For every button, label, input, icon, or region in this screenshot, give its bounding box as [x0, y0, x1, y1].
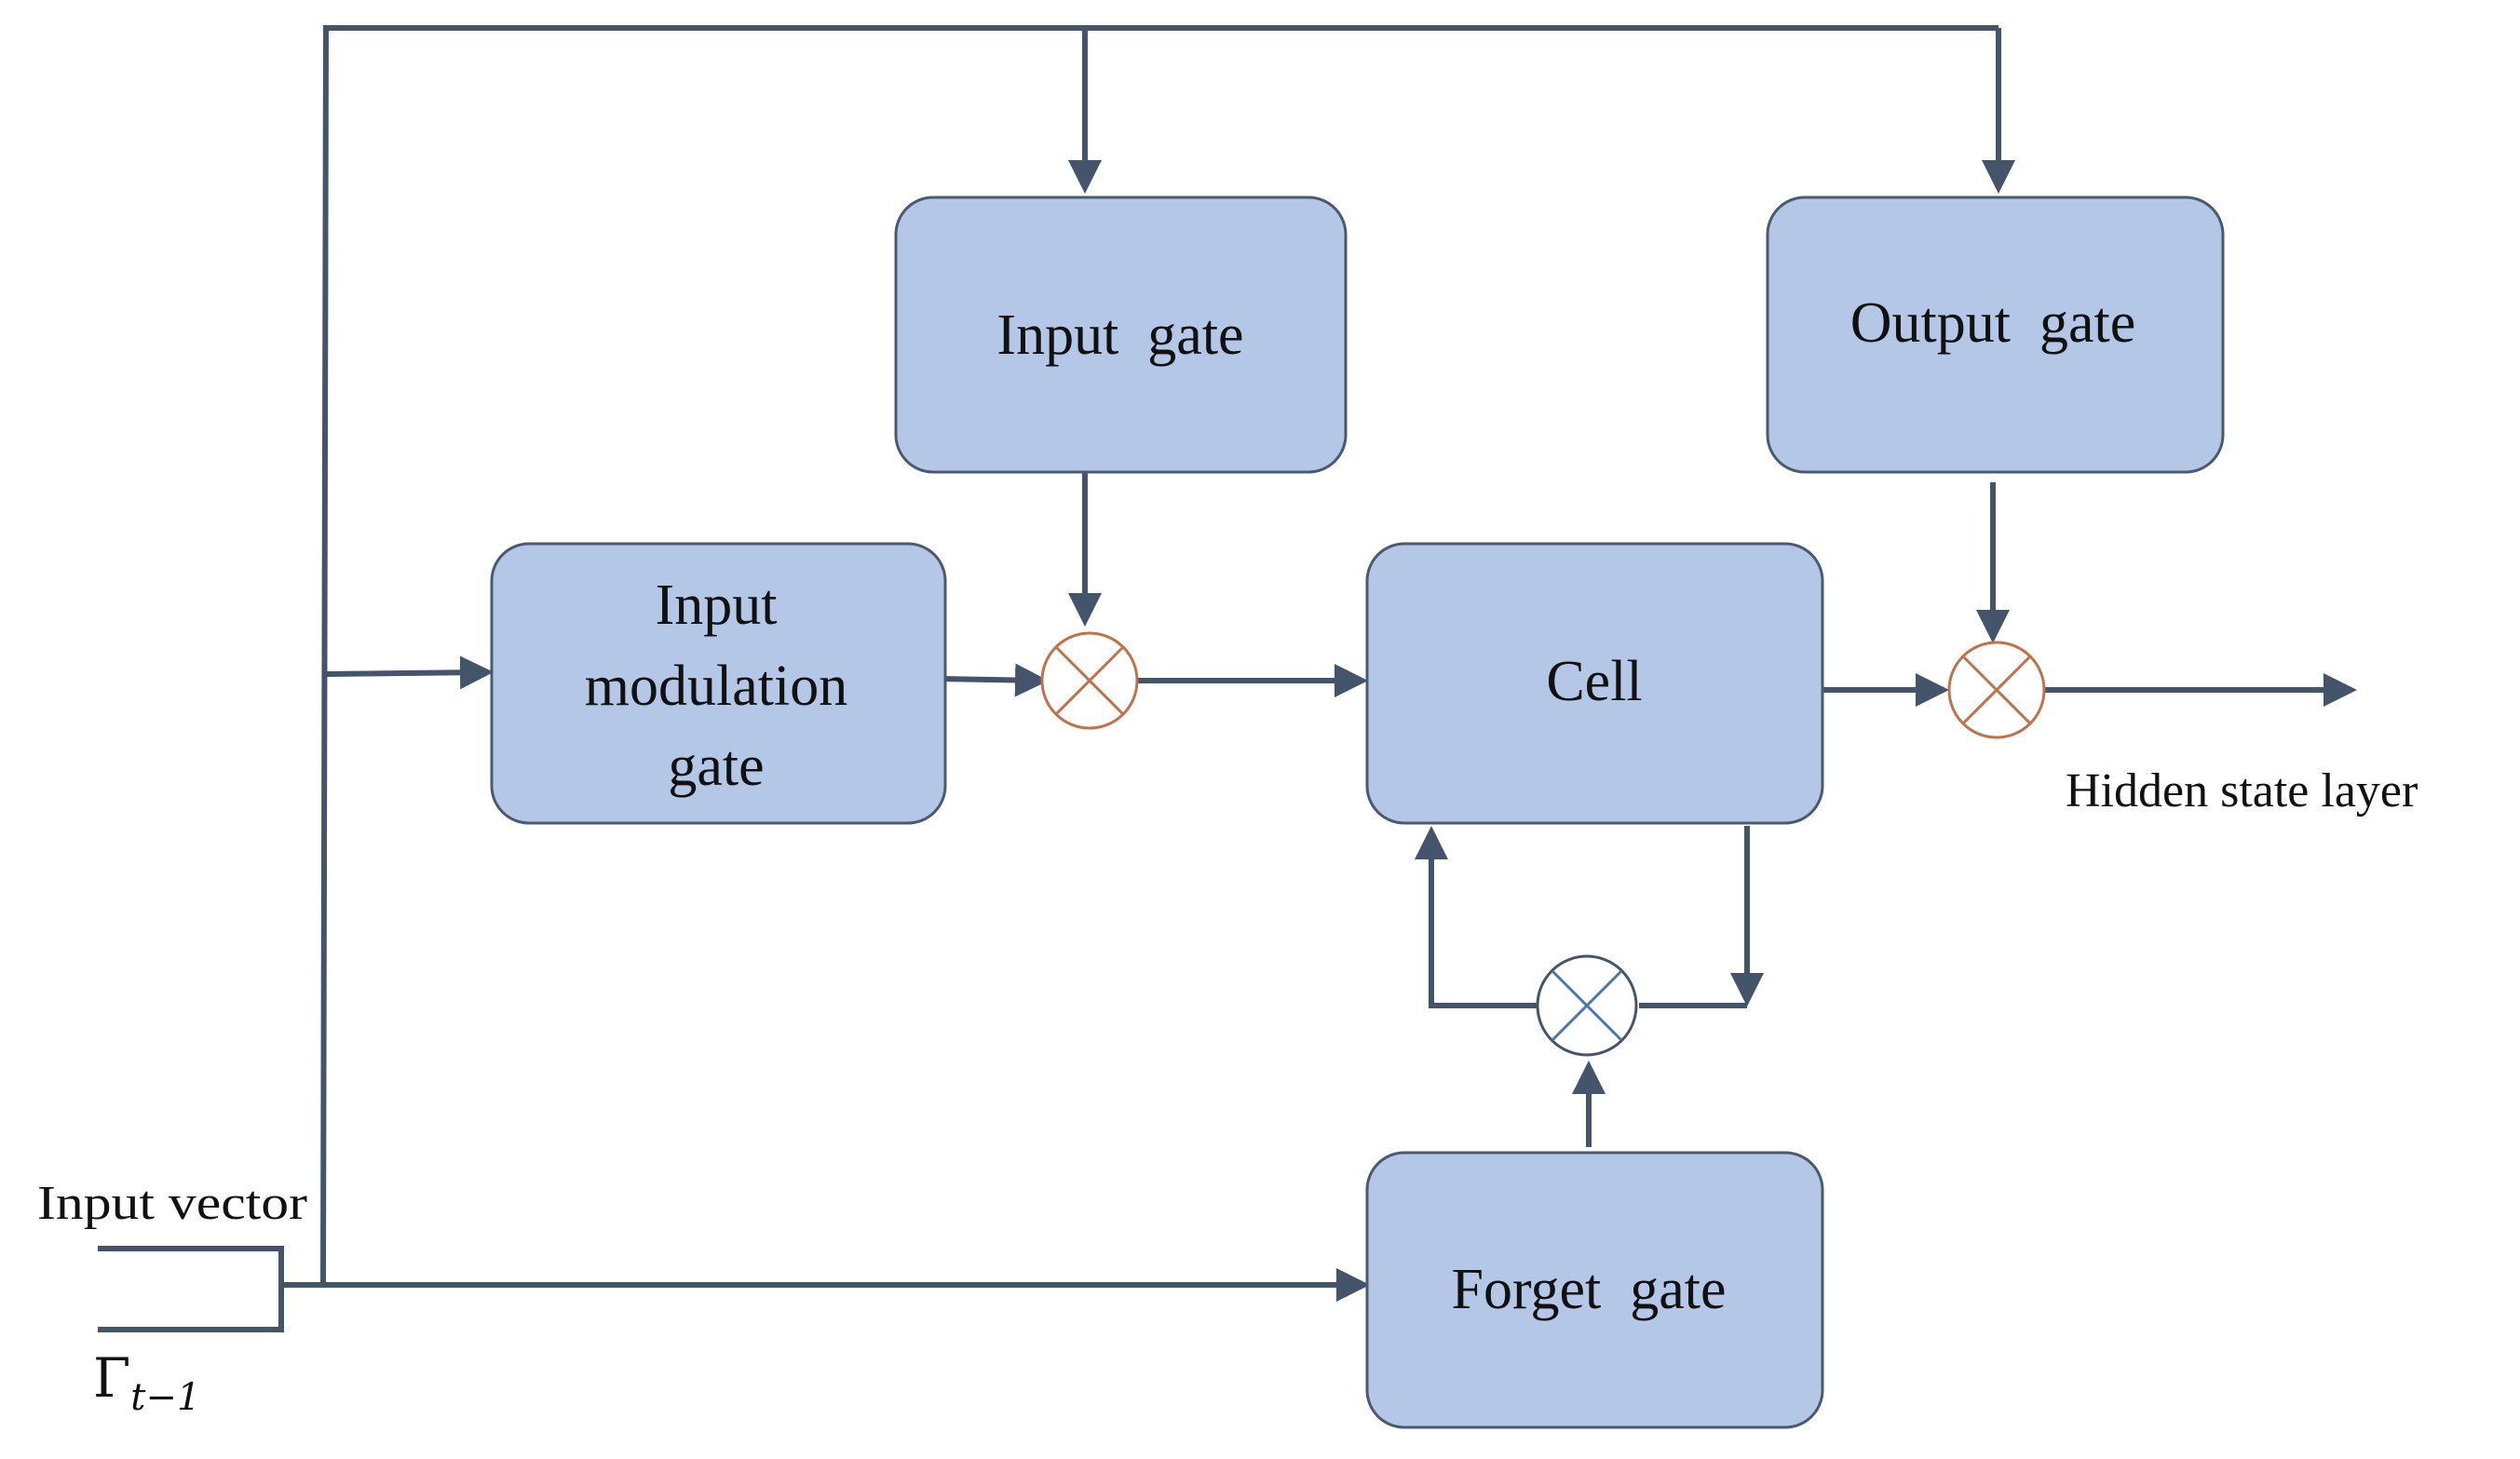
input-vector-bracket — [98, 1246, 284, 1332]
output-gate-label: Output gate — [1850, 291, 2136, 355]
gamma-label: Γt−1 — [93, 1346, 200, 1419]
multiply-node-output — [1947, 641, 2046, 739]
forget-gate-rect — [1365, 1151, 1824, 1429]
input-gate-rect — [894, 196, 1348, 474]
input-modulation-label-line3: gate — [668, 735, 764, 798]
multiply-node-forget — [1536, 954, 1638, 1057]
input-modulation-gate-box: Input modulation gate — [490, 542, 947, 825]
arrow-modulation-to-mult — [942, 663, 1049, 697]
cell-label: Cell — [1546, 650, 1642, 713]
output-gate-rect — [1766, 196, 2225, 474]
gamma-subscript: t−1 — [130, 1376, 200, 1419]
forget-gate-label: Forget gate — [1451, 1258, 1726, 1321]
cell-rect — [1365, 542, 1824, 825]
input-modulation-label-line1: Input — [656, 574, 778, 637]
connections — [98, 25, 2357, 1332]
input-bus-vertical — [320, 27, 329, 1286]
input-modulation-gate-rect — [490, 542, 947, 825]
arrow-to-input-modulation-gate — [324, 655, 494, 690]
recurrent-left-segment — [1415, 826, 1537, 1008]
multiply-node-input — [1040, 631, 1139, 730]
gamma-symbol: Γ — [93, 1346, 130, 1410]
hidden-state-label: Hidden state layer — [2066, 764, 2418, 817]
input-gate-box: Input gate — [894, 196, 1348, 474]
forget-gate-box: Forget gate — [1365, 1151, 1824, 1429]
output-gate-box: Output gate — [1766, 196, 2225, 474]
input-modulation-label-line2: modulation — [585, 655, 847, 718]
input-gate-label: Input gate — [996, 304, 1243, 367]
input-vector-label: Input vector — [37, 1177, 307, 1230]
cell-box: Cell — [1365, 542, 1824, 825]
